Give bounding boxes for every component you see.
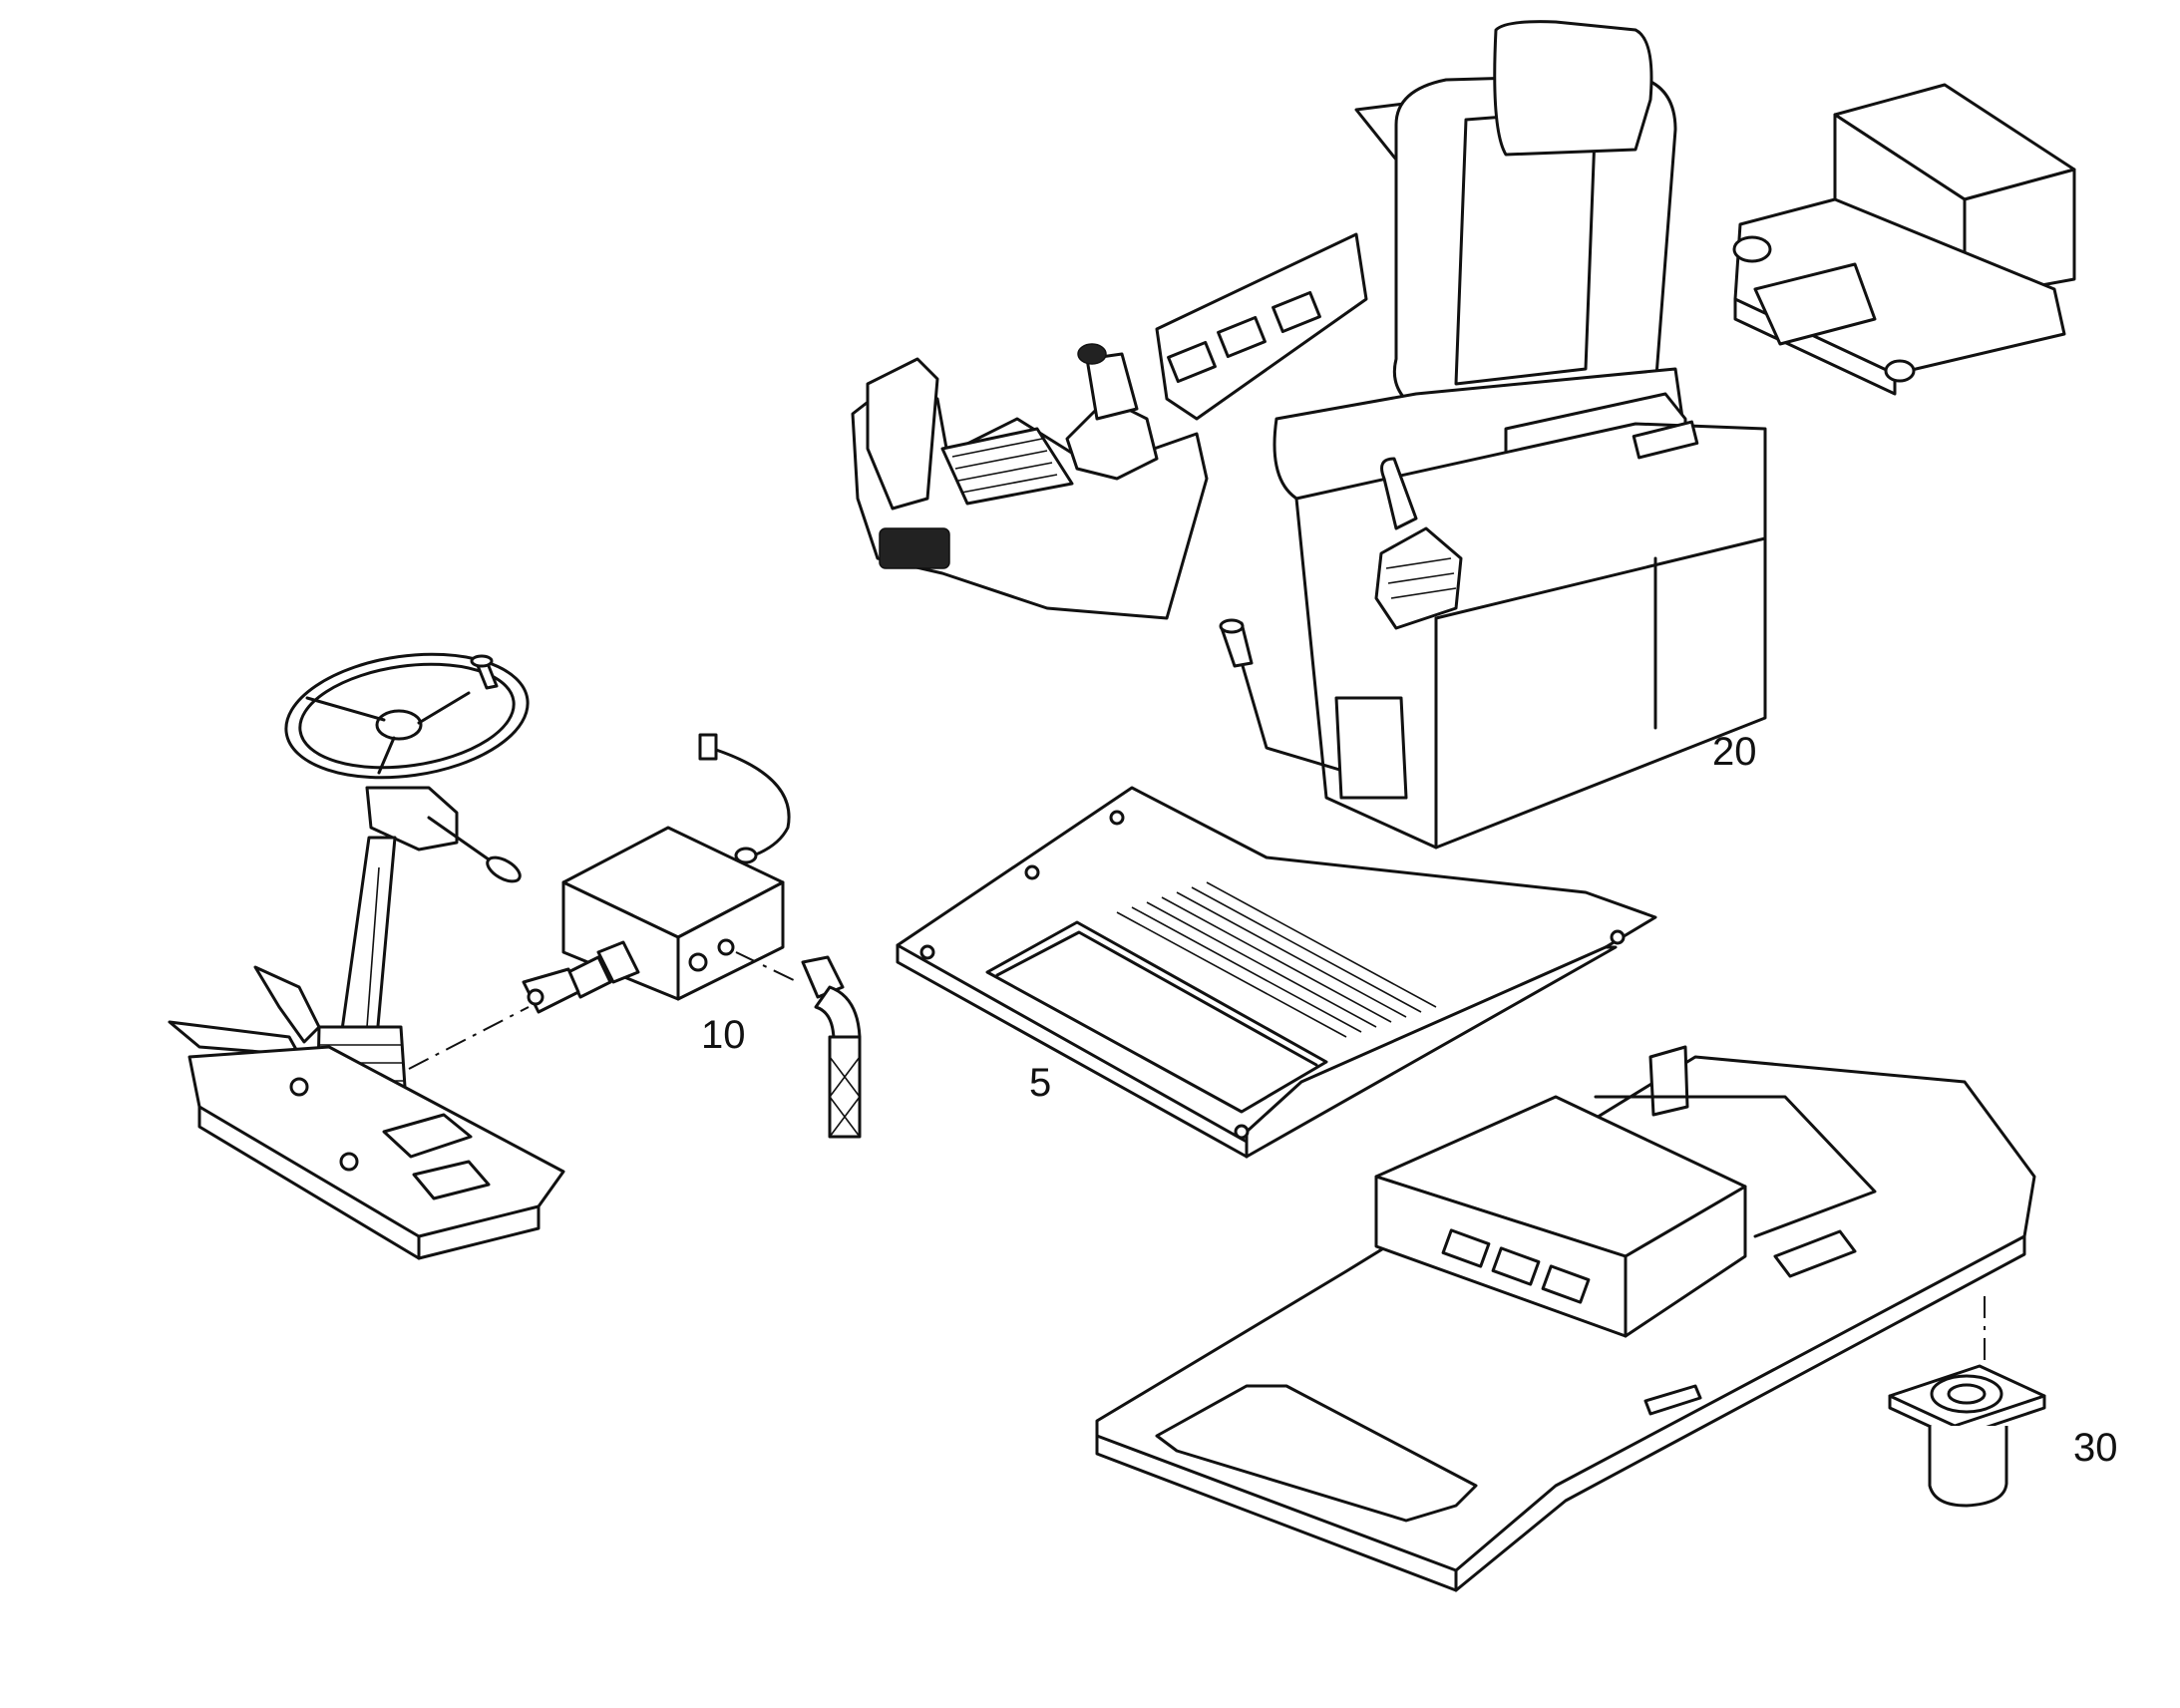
rubber-mount [1888,1364,2046,1508]
cab-base-frame [1095,1045,2036,1592]
callout-part-30: 30 [2073,1426,2118,1470]
valve-block [522,733,862,1139]
operator-station [851,20,1767,850]
heater-unit [1732,83,2076,396]
keypad-grid [951,438,1058,494]
floor-plate [896,786,1657,1159]
callout-part-5: 5 [1029,1061,1052,1105]
floor-plate-hatching [1116,881,1437,1038]
callout-part-10: 10 [701,1013,746,1057]
callout-part-20: 20 [1712,730,1757,774]
steering-column-assembly [168,652,565,1260]
